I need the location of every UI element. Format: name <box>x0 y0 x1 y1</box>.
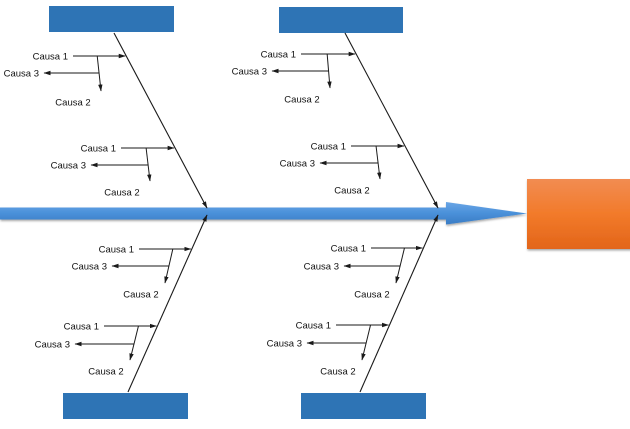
cause-2-label: Causa 2 <box>334 186 369 197</box>
category-bone <box>344 32 439 209</box>
cause-1-label: Causa 1 <box>331 244 366 255</box>
cause-3-label: Causa 3 <box>51 161 86 172</box>
cause-1-label: Causa 1 <box>33 52 68 63</box>
cause-3-label: Causa 3 <box>4 69 39 80</box>
effect-box <box>527 179 630 249</box>
cause-group: Causa 1 Causa 2 Causa 3 <box>4 52 126 109</box>
cause-3-label: Causa 3 <box>280 159 315 170</box>
cause-1-label: Causa 1 <box>81 144 116 155</box>
cause-group: Causa 1 Causa 2 Causa 3 <box>72 245 192 301</box>
cause-group: Causa 1 Causa 2 Causa 3 <box>280 142 405 197</box>
spine-arrow <box>0 202 527 225</box>
cause-2-label: Causa 2 <box>354 290 389 301</box>
category-box <box>49 6 174 32</box>
cause-3-label: Causa 3 <box>267 339 302 350</box>
cause-3-label: Causa 3 <box>232 67 267 78</box>
cause-2-label: Causa 2 <box>320 367 355 378</box>
cause-1-label: Causa 1 <box>261 50 296 61</box>
cause-2-arrow <box>395 247 405 284</box>
cause-3-label: Causa 3 <box>304 262 339 273</box>
category-bone <box>113 32 208 209</box>
cause-2-arrow <box>96 55 103 92</box>
cause-2-label: Causa 2 <box>104 188 139 199</box>
category-bone <box>127 214 208 393</box>
cause-3-label: Causa 3 <box>72 262 107 273</box>
cause-group: Causa 1 Causa 2 Causa 3 <box>51 144 175 199</box>
cause-1-label: Causa 1 <box>311 142 346 153</box>
cause-2-arrow <box>361 324 372 361</box>
category-bone <box>359 214 439 393</box>
cause-1-label: Causa 1 <box>64 322 99 333</box>
cause-group: Causa 1 Causa 2 Causa 3 <box>304 244 423 301</box>
cause-2-label: Causa 2 <box>55 98 90 109</box>
cause-1-label: Causa 1 <box>296 321 331 332</box>
cause-group: Causa 1 Causa 2 Causa 3 <box>35 322 157 378</box>
cause-2-label: Causa 2 <box>88 367 123 378</box>
cause-group: Causa 1 Causa 2 Causa 3 <box>267 321 390 378</box>
cause-2-label: Causa 2 <box>123 290 158 301</box>
category-box <box>301 393 426 419</box>
category-box <box>279 7 403 33</box>
category-box <box>63 393 188 419</box>
cause-3-label: Causa 3 <box>35 340 70 351</box>
cause-2-label: Causa 2 <box>284 95 319 106</box>
cause-2-arrow <box>326 53 332 89</box>
cause-2-arrow <box>129 325 139 361</box>
cause-group: Causa 1 Causa 2 Causa 3 <box>232 50 356 106</box>
cause-1-label: Causa 1 <box>99 245 134 256</box>
